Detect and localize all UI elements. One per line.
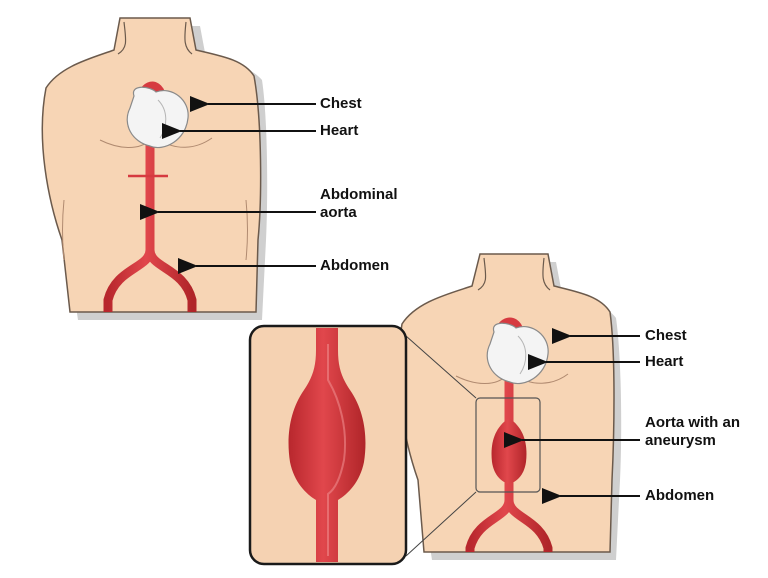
torso-aneurysm [397,253,622,560]
label-chest-2: Chest [645,327,687,344]
arrows-aneurysm [504,328,640,504]
label-abdominal-aorta-line2: aorta [320,204,357,221]
abdominal-aorta [103,120,197,312]
label-aneurysm-line2: aneurysm [645,432,716,449]
torso-normal [41,17,268,320]
label-chest: Chest [320,95,362,112]
label-abdominal-aorta-line1: Abdominal [320,186,398,203]
label-heart-2: Heart [645,353,684,370]
aneurysmal-aorta [465,356,553,553]
arrows-normal [140,96,316,274]
label-abdomen: Abdomen [320,257,390,274]
aneurysm-focus-box [475,397,541,493]
label-aneurysm-line1: Aorta with an [645,414,741,431]
heart-icon-2 [486,322,549,385]
magnified-aneurysm-inset [248,324,408,566]
magnified-aneurysm-icon [288,328,366,562]
heart-icon [126,86,189,149]
label-heart: Heart [320,122,359,139]
label-abdomen-2: Abdomen [645,487,715,504]
